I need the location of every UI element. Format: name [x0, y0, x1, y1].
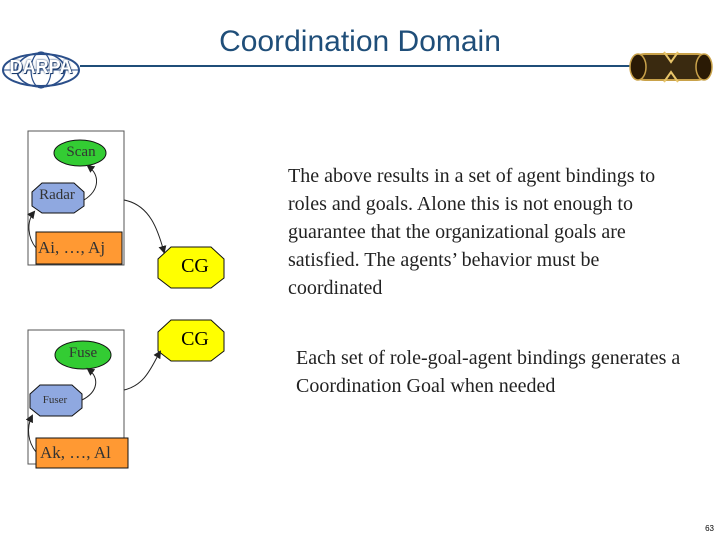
radar-label: Radar	[39, 187, 75, 203]
arrow-agents-to-radar	[27, 210, 37, 249]
agents-kl-label: Ak, …, Al	[40, 443, 111, 462]
arrow-agents-to-fuser	[25, 414, 37, 453]
agents-ij-node	[35, 231, 123, 265]
fuser-label: Fuser	[42, 394, 68, 406]
cg-top-label: CG	[181, 255, 209, 277]
scan-label: Scan	[66, 144, 96, 160]
header-rule	[80, 65, 630, 67]
arrow-radar-to-scan	[83, 164, 97, 201]
arrow-fuser-to-fuse	[81, 367, 97, 401]
agents-ij-label: Ai, …, Aj	[38, 238, 106, 257]
cg-bottom-label: CG	[181, 328, 209, 350]
darpa-logo-icon	[2, 51, 80, 89]
ixo-logo-icon	[629, 51, 713, 83]
fuser-role-node	[29, 384, 83, 417]
arrow-bottom-box-to-cg	[123, 350, 162, 391]
scan-goal-node	[53, 139, 107, 167]
slide-title: Coordination Domain	[219, 25, 501, 58]
cg-bottom-node	[157, 319, 225, 362]
cg-top-node	[157, 246, 225, 289]
fuse-goal-node	[54, 340, 112, 370]
fuse-label: Fuse	[68, 345, 98, 361]
radar-role-node	[31, 182, 85, 214]
arrow-top-box-to-cg	[123, 199, 167, 254]
agents-kl-node	[35, 437, 129, 469]
page-number: 63	[705, 524, 714, 533]
explanation-paragraph: The above results in a set of agent bind…	[288, 165, 656, 299]
coordination-goal-paragraph: Each set of role-goal-agent bindings gen…	[296, 347, 681, 397]
darpa-logo-text: DARPA	[9, 57, 73, 77]
